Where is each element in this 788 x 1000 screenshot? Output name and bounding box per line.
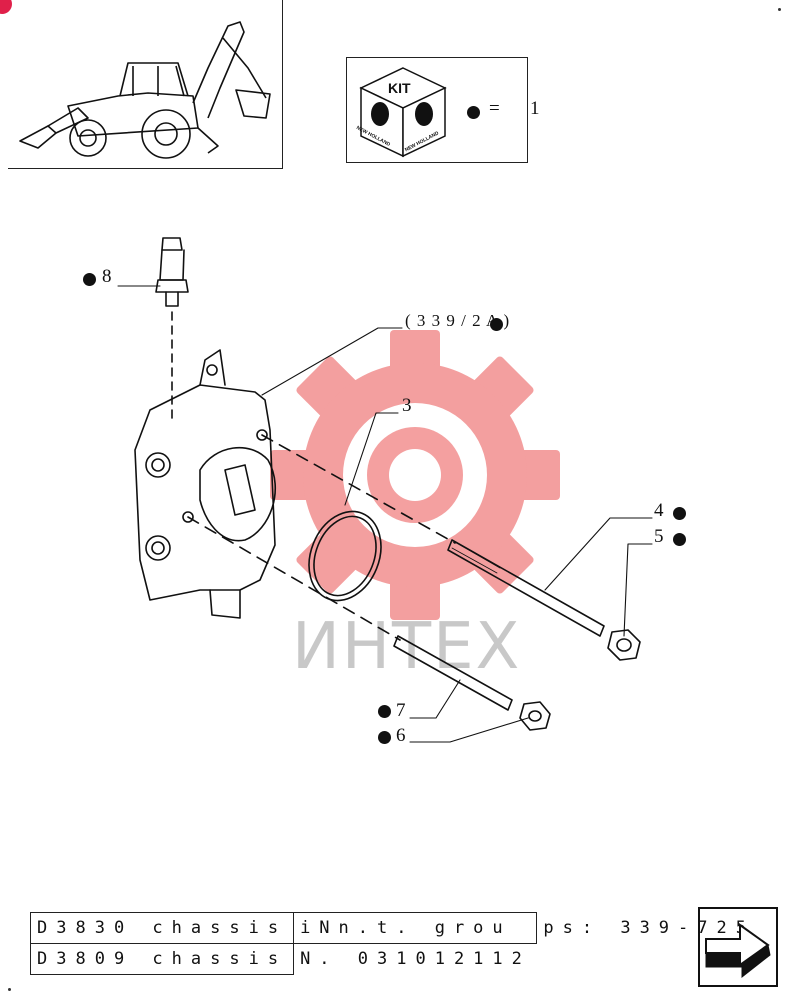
table-row: D3830 chassis iNn.t. grou ps: 339-725 (29, 912, 762, 944)
callout-4: 4 (654, 500, 664, 521)
chassis-info-table: D3830 chassis iNn.t. grou ps: 339-725 D3… (29, 912, 762, 975)
corner-dot (8, 988, 11, 991)
kit-legend-box (346, 57, 528, 163)
gear-watermark-icon (270, 330, 560, 620)
callout-3: 3 (402, 395, 412, 416)
callout-5: 5 (654, 526, 664, 547)
reference-callout: ( 3 3 9 / 2 A ) (405, 311, 511, 330)
kit-bullet-icon (83, 273, 96, 286)
table-row: D3809 chassis N. 031012112 (29, 943, 762, 975)
fitting-part (161, 237, 183, 251)
kit-bullet-icon (378, 705, 391, 718)
kit-bullet-icon (467, 106, 480, 119)
callout-7: 7 (396, 700, 406, 721)
tie-rod-upper (447, 539, 605, 637)
next-page-button[interactable] (698, 907, 778, 987)
tie-rod-lower (393, 635, 513, 711)
valve-body-part (134, 384, 276, 601)
watermark-text: ИНТЕХ (292, 610, 522, 684)
machine-thumbnail-frame (8, 0, 283, 169)
corner-mark (0, 0, 12, 14)
arrow-icon (705, 923, 771, 979)
nut-upper (607, 629, 641, 661)
kit-cube-icon (359, 67, 447, 158)
kit-bullet-icon (378, 731, 391, 744)
serial-cell: N. 031012112 (300, 949, 531, 970)
kit-bullet-icon (673, 507, 686, 520)
backhoe-loader-illustration (19, 21, 271, 159)
callout-6: 6 (396, 725, 406, 746)
nut-lower (519, 701, 551, 731)
kit-bullet-icon (673, 533, 686, 546)
callout-8: 8 (102, 266, 112, 287)
chassis-cell: D3830 chassis (29, 912, 295, 944)
valve-section-diagram (117, 237, 653, 743)
corner-dot (778, 8, 781, 11)
kit-legend-number: 1 (530, 98, 540, 119)
kit-bullet-icon (490, 318, 503, 331)
groups-value-cell: ps: 339-725 (543, 918, 755, 938)
groups-cell: iNn.t. grou (293, 912, 538, 944)
kit-legend-equals: = (489, 98, 500, 119)
chassis-cell: D3809 chassis (29, 943, 295, 975)
kit-label: KIT (388, 80, 411, 96)
